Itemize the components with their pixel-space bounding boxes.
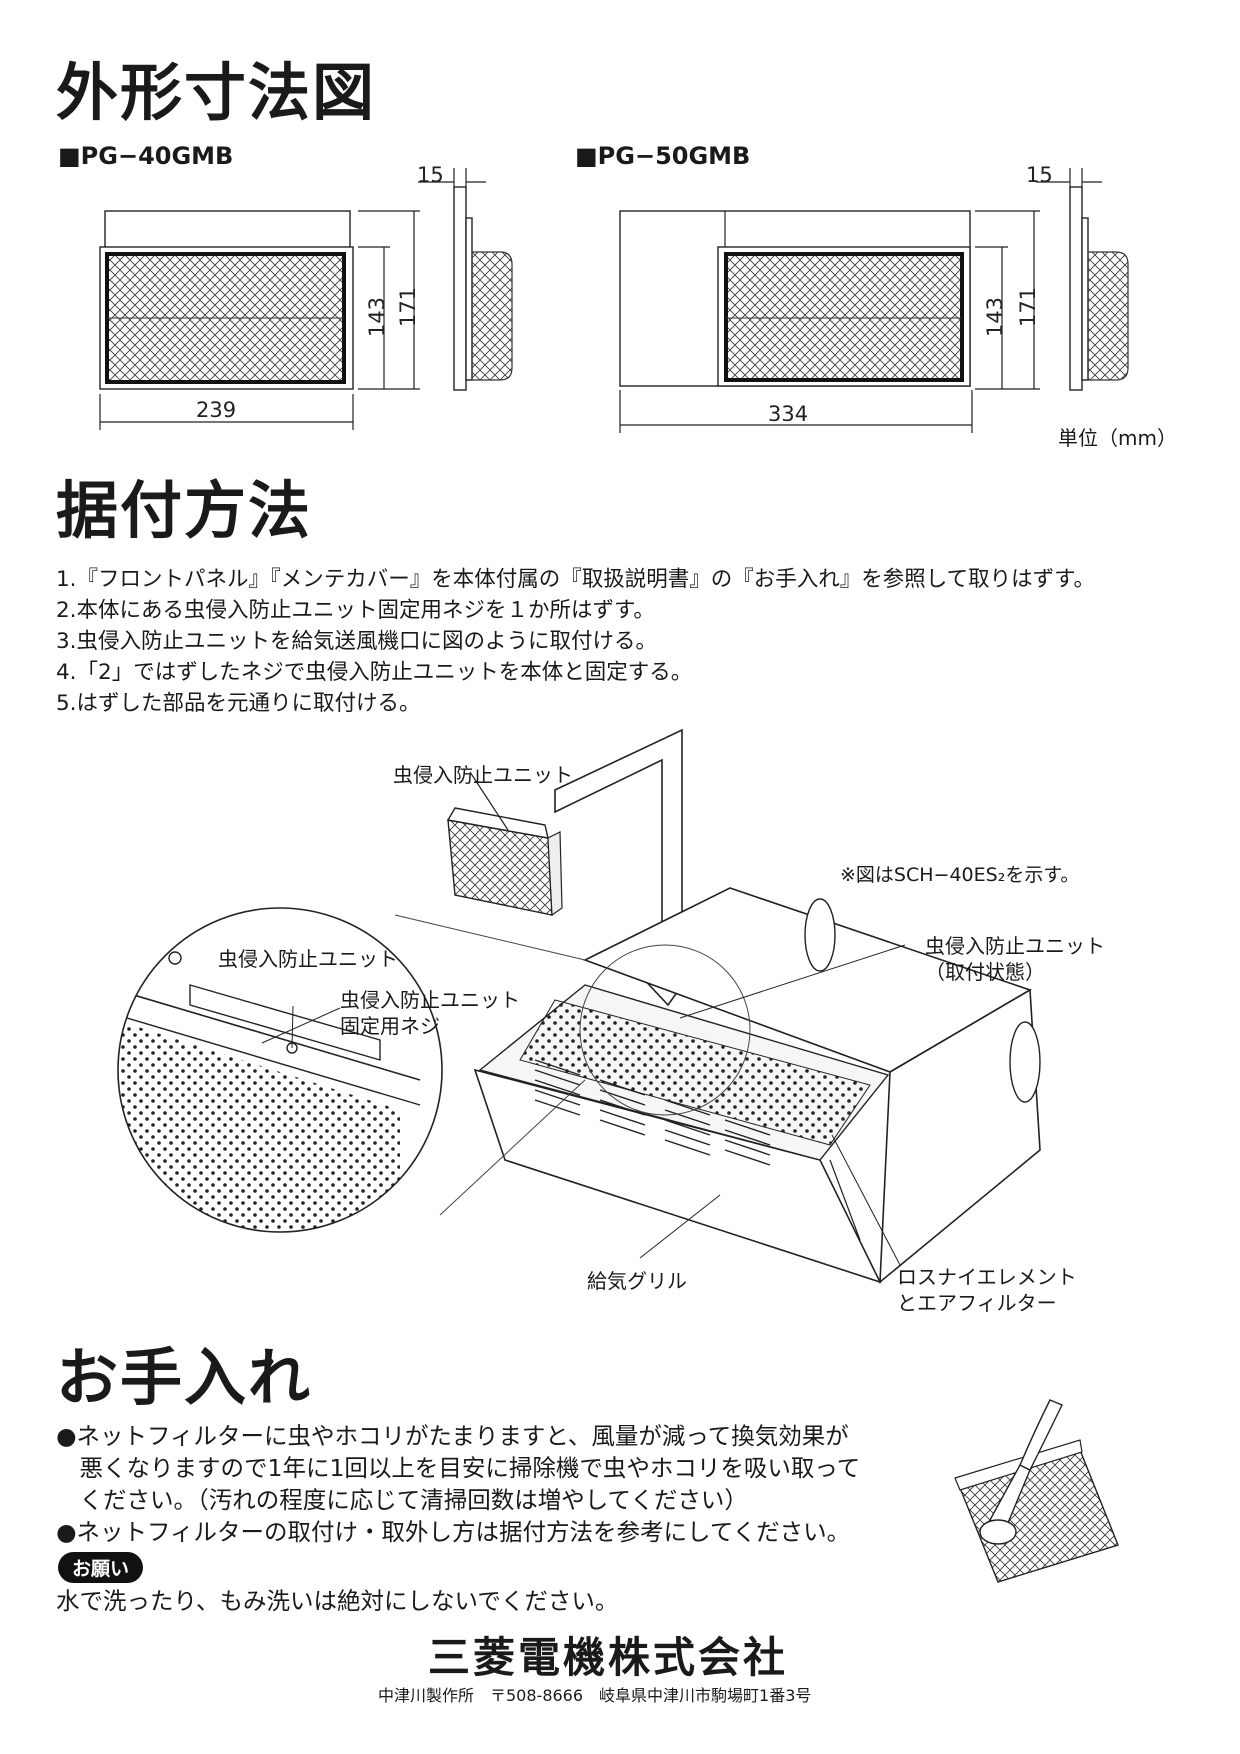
step-3: 3.虫侵入防止ユニットを給気送風機口に図のように取付ける。	[56, 629, 658, 654]
step-4: 4.「2」ではずしたネジで虫侵入防止ユニットを本体と固定する。	[56, 660, 693, 685]
pg40-width-label: 239	[196, 398, 237, 422]
pg50-front-view	[619, 210, 971, 387]
model-name-50: ■PG−50GMB	[575, 142, 751, 170]
pg40-depth-label: 15	[417, 163, 444, 187]
pg50-depth-label: 15	[1026, 163, 1053, 187]
pg50-dimension-lines	[619, 168, 1102, 433]
model-name-40: ■PG−40GMB	[58, 142, 234, 170]
request-badge: お願い	[58, 1552, 144, 1583]
zoom-label-screw-2: 固定用ネジ	[340, 1014, 440, 1038]
main-unit-body	[473, 887, 1041, 1284]
zoom-label-unit: 虫侵入防止ユニット	[218, 947, 398, 971]
label-installed-unit-1: 虫侵入防止ユニット	[925, 934, 1105, 958]
step-2: 2.本体にある虫侵入防止ユニット固定用ネジを１か所はずす。	[56, 598, 655, 623]
detail-reference-circle	[579, 944, 751, 1116]
care-line-3: ください。（汚れの程度に応じて清掃回数は増やしてください）	[56, 1486, 748, 1514]
supply-grille	[534, 1059, 771, 1166]
care-line-1: ●ネットフィルターに虫やホコリがたまりますと、風量が減って換気効果が	[56, 1422, 849, 1450]
insect-unit-detached	[446, 771, 563, 917]
label-insect-unit: 虫侵入防止ユニット	[393, 763, 573, 787]
step-5: 5.はずした部品を元通りに取付ける。	[56, 691, 421, 716]
label-installed-unit-2: （取付状態）	[925, 960, 1045, 984]
pg50-width-label: 334	[768, 402, 809, 426]
dimension-drawings	[99, 168, 1129, 433]
label-supply-grille: 給気グリル	[587, 1269, 687, 1293]
care-warning: 水で洗ったり、もみ洗いは絶対にしないでください。	[56, 1587, 619, 1615]
care-instructions: ●ネットフィルターに虫やホコリがたまりますと、風量が減って換気効果が 悪くなりま…	[56, 1420, 860, 1548]
zoom-label-screw-1: 虫侵入防止ユニット	[340, 988, 520, 1012]
diagram-note: ※図はSCH−40ES₂を示す。	[840, 864, 1080, 886]
company-address: 中津川製作所 〒508-8666 岐阜県中津川市駒場町1番3号	[378, 1686, 812, 1705]
pg50-side-view	[1069, 186, 1129, 391]
company-name: 三菱電機株式会社	[428, 1633, 789, 1682]
label-element-2: とエアフィルター	[897, 1291, 1057, 1315]
installation-steps: 1.『フロントパネル』『メンテカバー』を本体付属の『取扱説明書』の『お手入れ』を…	[56, 564, 1095, 719]
pg40-dimension-lines	[99, 168, 486, 430]
dimensions-title: 外形寸法図	[56, 56, 377, 129]
unit-label: 単位（mm）	[1058, 426, 1177, 450]
care-line-2: 悪くなりますので1年に1回以上を目安に掃除機で虫やホコリを吸い取って	[56, 1454, 861, 1482]
care-line-4: ●ネットフィルターの取付け・取外し方は据付方法を参考にしてください。	[56, 1518, 851, 1546]
label-element-1: ロスナイエレメント	[897, 1265, 1077, 1289]
cleaning-illustration	[954, 1399, 1119, 1583]
zoom-detail	[117, 907, 443, 1233]
pg40-front-view	[99, 210, 354, 390]
pg40-side-view	[453, 186, 513, 391]
step-1: 1.『フロントパネル』『メンテカバー』を本体付属の『取扱説明書』の『お手入れ』を…	[56, 567, 1095, 592]
care-title: お手入れ	[56, 1341, 313, 1414]
installation-title: 据付方法	[56, 474, 313, 547]
